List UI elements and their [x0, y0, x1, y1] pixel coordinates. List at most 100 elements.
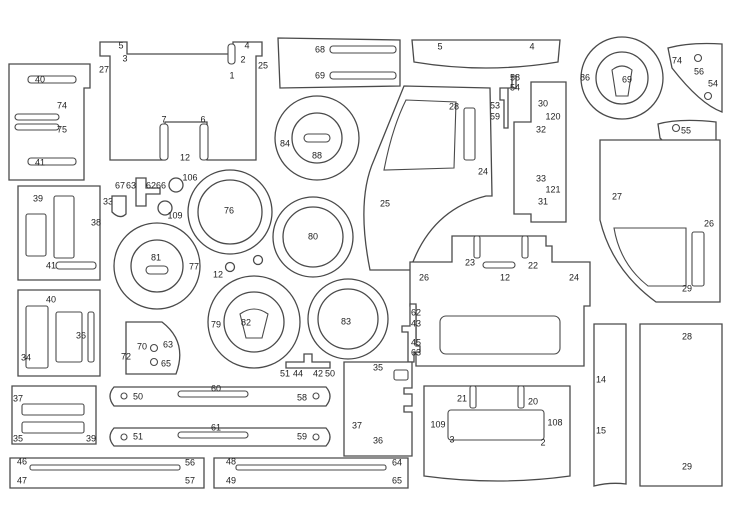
label-36-seat: 36 [373, 435, 383, 445]
label-62: 62 [146, 180, 156, 190]
label-67: 67 [115, 180, 125, 190]
label-5-roof: 5 [437, 41, 442, 51]
top-left-panel: 40 74 75 41 [8, 63, 91, 181]
rear-wall-panel: 5 3 27 4 2 25 1 7 6 12 [99, 40, 268, 162]
label-66: 66 [156, 180, 166, 190]
peg-mid: 62 43 45 63 [401, 303, 421, 363]
label-22: 22 [528, 260, 538, 270]
label-40-frame: 40 [46, 294, 56, 304]
label-32: 32 [536, 124, 546, 134]
label-3: 3 [122, 53, 127, 63]
label-39: 39 [33, 193, 43, 203]
peg-top: 58 54 53 59 [490, 72, 520, 129]
label-28: 28 [449, 101, 459, 111]
label-34: 34 [21, 352, 31, 362]
label-68: 68 [315, 44, 325, 54]
label-63-peg: 63 [411, 347, 421, 357]
label-121: 121 [545, 184, 560, 194]
label-50-axle: 50 [133, 391, 143, 401]
label-74: 74 [57, 100, 67, 110]
label-4: 4 [244, 40, 249, 50]
label-25: 25 [258, 60, 268, 70]
label-41: 41 [35, 157, 45, 167]
tall-panel-b: 28 29 [639, 323, 723, 487]
bracket-small-left: 70 63 72 65 [121, 321, 181, 375]
label-56-rail: 56 [185, 457, 195, 467]
label-43: 43 [411, 318, 421, 328]
seat-box: 35 37 36 [343, 361, 413, 457]
label-37: 37 [352, 420, 362, 430]
label-24: 24 [478, 166, 488, 176]
axle-top: 50 60 58 [109, 383, 331, 407]
label-75: 75 [57, 124, 67, 134]
label-69-wheel: 69 [622, 74, 632, 84]
rail-right: 48 64 49 65 [213, 456, 409, 489]
small-parts: 67 63 62 66 106 109 12 [111, 172, 264, 279]
label-39-frame: 39 [86, 433, 96, 443]
label-53: 53 [490, 100, 500, 110]
tall-panel-a: 14 15 [593, 323, 627, 487]
label-109-grille: 109 [430, 419, 445, 429]
label-29: 29 [682, 283, 692, 293]
label-24-dash: 24 [569, 272, 579, 282]
frame-low: 37 35 39 [11, 385, 97, 445]
label-83: 83 [341, 316, 351, 326]
label-51-peg: 51 [280, 368, 290, 378]
label-2-grille: 2 [540, 437, 545, 447]
label-50-peg: 50 [325, 368, 335, 378]
label-76: 76 [224, 205, 234, 215]
label-55: 55 [681, 125, 691, 135]
cab-side-left: 28 24 25 [363, 85, 493, 271]
label-60: 60 [211, 383, 221, 393]
label-20: 20 [528, 396, 538, 406]
label-33: 33 [536, 173, 546, 183]
rail-left: 46 56 47 57 [9, 456, 205, 489]
label-51-axle: 51 [133, 431, 143, 441]
wheel-hub: 84 88 [274, 95, 360, 181]
wheels-lower: 79 82 83 [207, 275, 389, 369]
label-21: 21 [457, 393, 467, 403]
label-120: 120 [545, 111, 560, 121]
label-44: 44 [293, 368, 303, 378]
label-49: 49 [226, 475, 236, 485]
label-28-panel: 28 [682, 331, 692, 341]
left-frame-b: 40 36 34 [17, 289, 101, 377]
peg-small: 51 44 42 50 [280, 353, 335, 378]
label-6: 6 [200, 114, 205, 124]
roof-panel: 5 4 [411, 39, 561, 69]
label-7: 7 [161, 114, 166, 124]
label-61: 61 [211, 422, 221, 432]
dashboard-panel: 23 12 22 26 24 [409, 235, 591, 367]
label-88: 88 [312, 150, 322, 160]
label-64: 64 [392, 457, 402, 467]
label-35: 35 [373, 362, 383, 372]
label-35-frame: 35 [13, 433, 23, 443]
label-26-dash: 26 [419, 272, 429, 282]
label-74-bracket: 74 [672, 55, 682, 65]
label-40: 40 [35, 74, 45, 84]
label-48: 48 [226, 456, 236, 466]
label-79: 79 [211, 319, 221, 329]
label-84: 84 [280, 138, 290, 148]
label-69: 69 [315, 70, 325, 80]
label-46: 46 [17, 456, 27, 466]
label-72: 72 [121, 351, 131, 361]
label-86: 86 [580, 72, 590, 82]
label-3-grille: 3 [449, 434, 454, 444]
label-108: 108 [547, 417, 562, 427]
label-25-cab: 25 [380, 198, 390, 208]
label-38: 38 [91, 217, 101, 227]
front-grille: 21 20 109 108 3 2 [423, 385, 571, 482]
label-29-panel: 29 [682, 461, 692, 471]
bracket-right: 74 56 54 [667, 42, 723, 113]
label-59: 59 [490, 111, 500, 121]
label-62-peg: 62 [411, 307, 421, 317]
label-109: 109 [167, 210, 182, 220]
label-70: 70 [137, 341, 147, 351]
label-37-frame: 37 [13, 393, 23, 403]
label-65-rail: 65 [392, 475, 402, 485]
label-33-frame: 33 [103, 196, 113, 206]
label-23: 23 [465, 257, 475, 267]
label-5: 5 [118, 40, 123, 50]
